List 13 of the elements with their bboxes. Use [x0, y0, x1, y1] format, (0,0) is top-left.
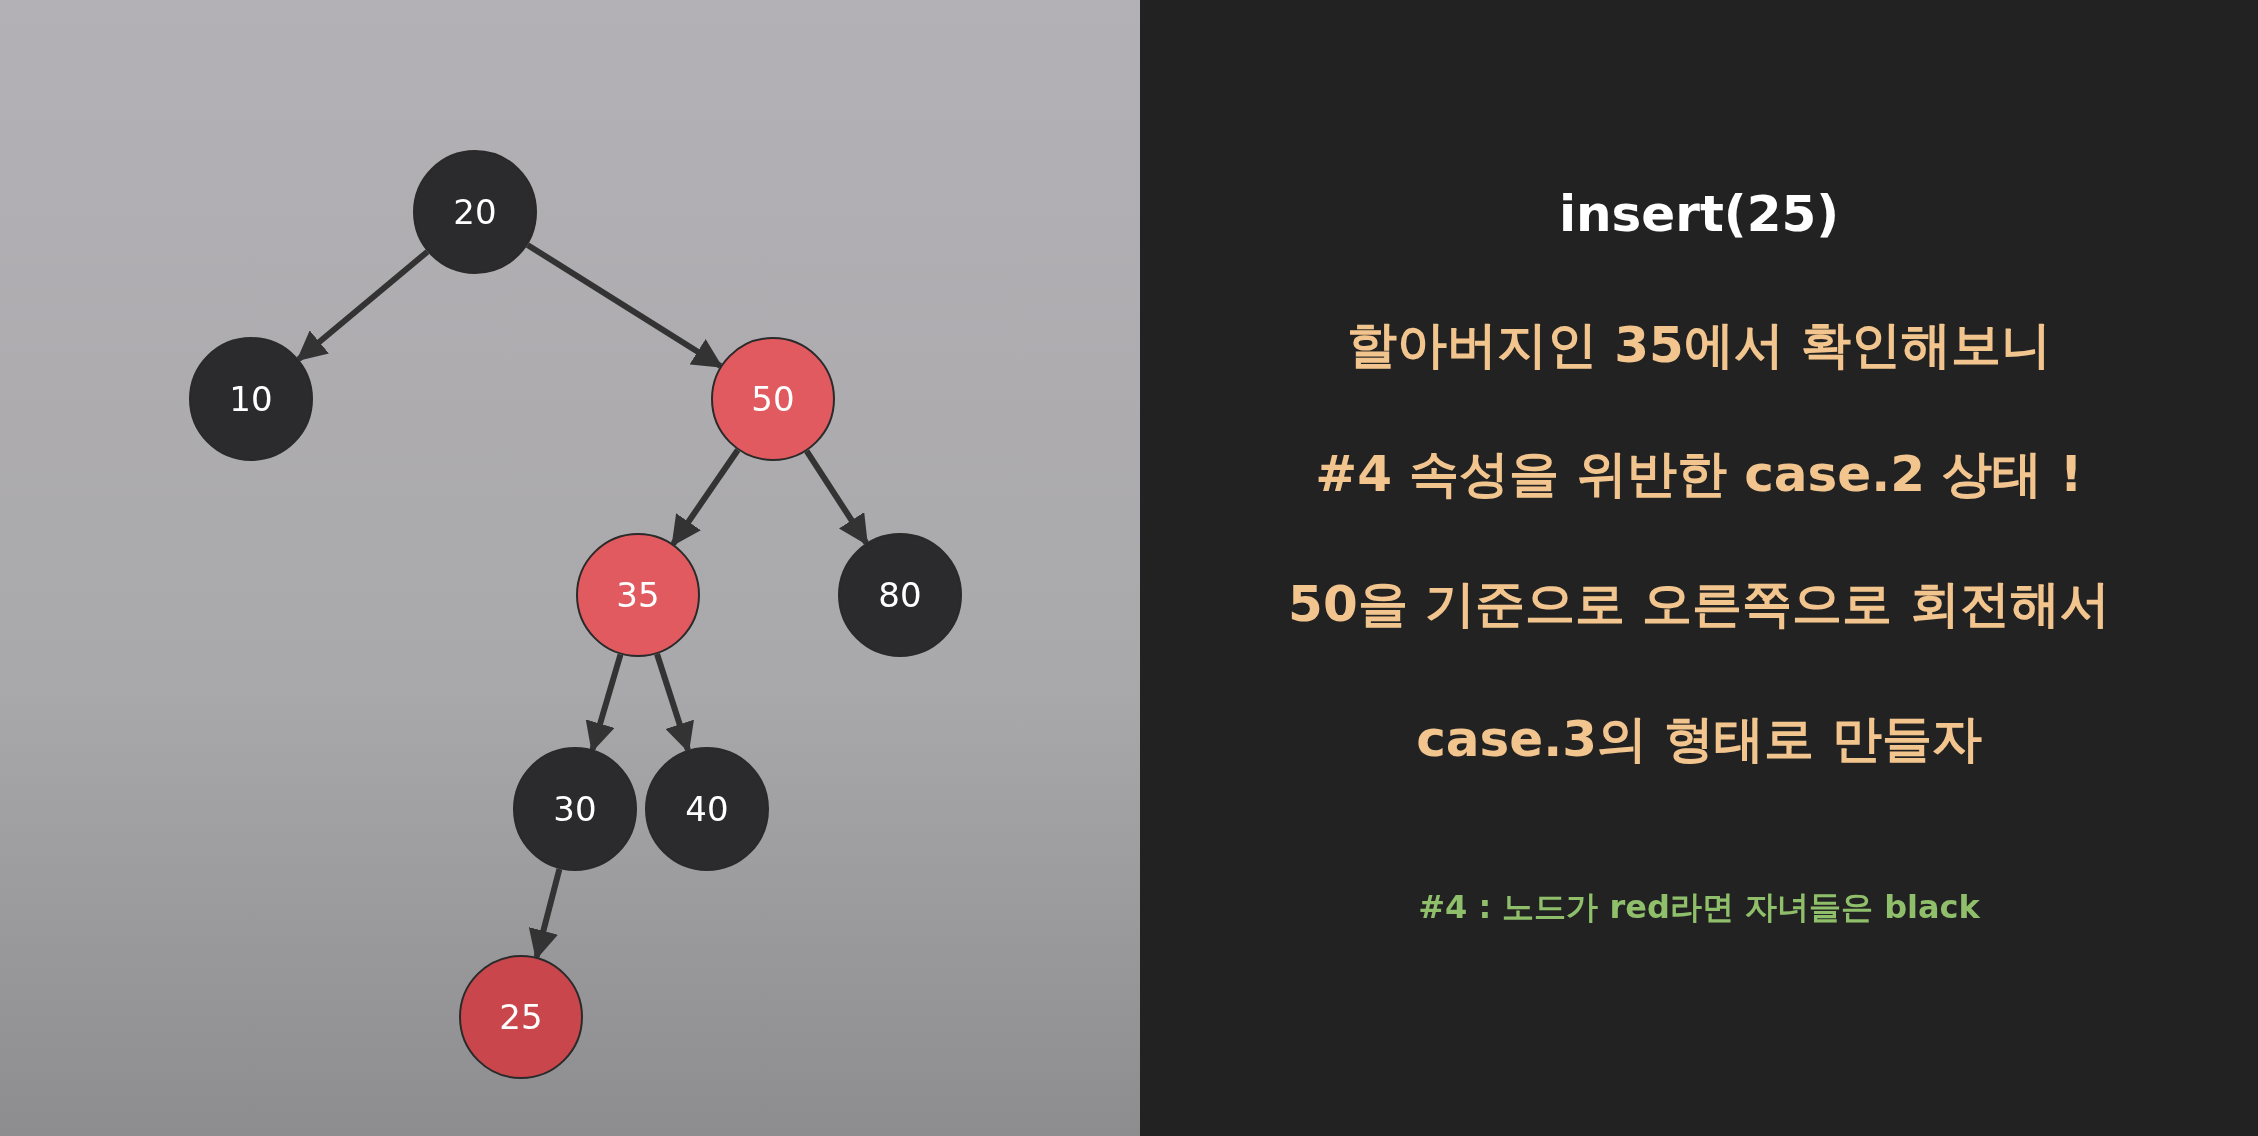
explanation-text: 50을 기준으로 오른쪽으로 회전해서 — [1288, 575, 2110, 633]
note-text: #4 : 노드가 red라면 자녀들은 black — [1418, 888, 1980, 926]
title: insert(25) — [1558, 185, 1840, 243]
arrow — [654, 653, 694, 753]
arrow — [528, 868, 563, 960]
arrow — [296, 249, 430, 362]
explanation-text: 할아버지인 35에서 확인해보니 — [1346, 316, 2052, 374]
arrow — [585, 653, 624, 753]
arrow — [670, 448, 741, 547]
explanation-text: case.3의 형태로 만들자 — [1416, 710, 1982, 768]
explanation-text: #4 속성을 위반한 case.2 상태 ! — [1315, 445, 2083, 503]
arrow — [525, 242, 723, 369]
arrow — [804, 449, 869, 546]
